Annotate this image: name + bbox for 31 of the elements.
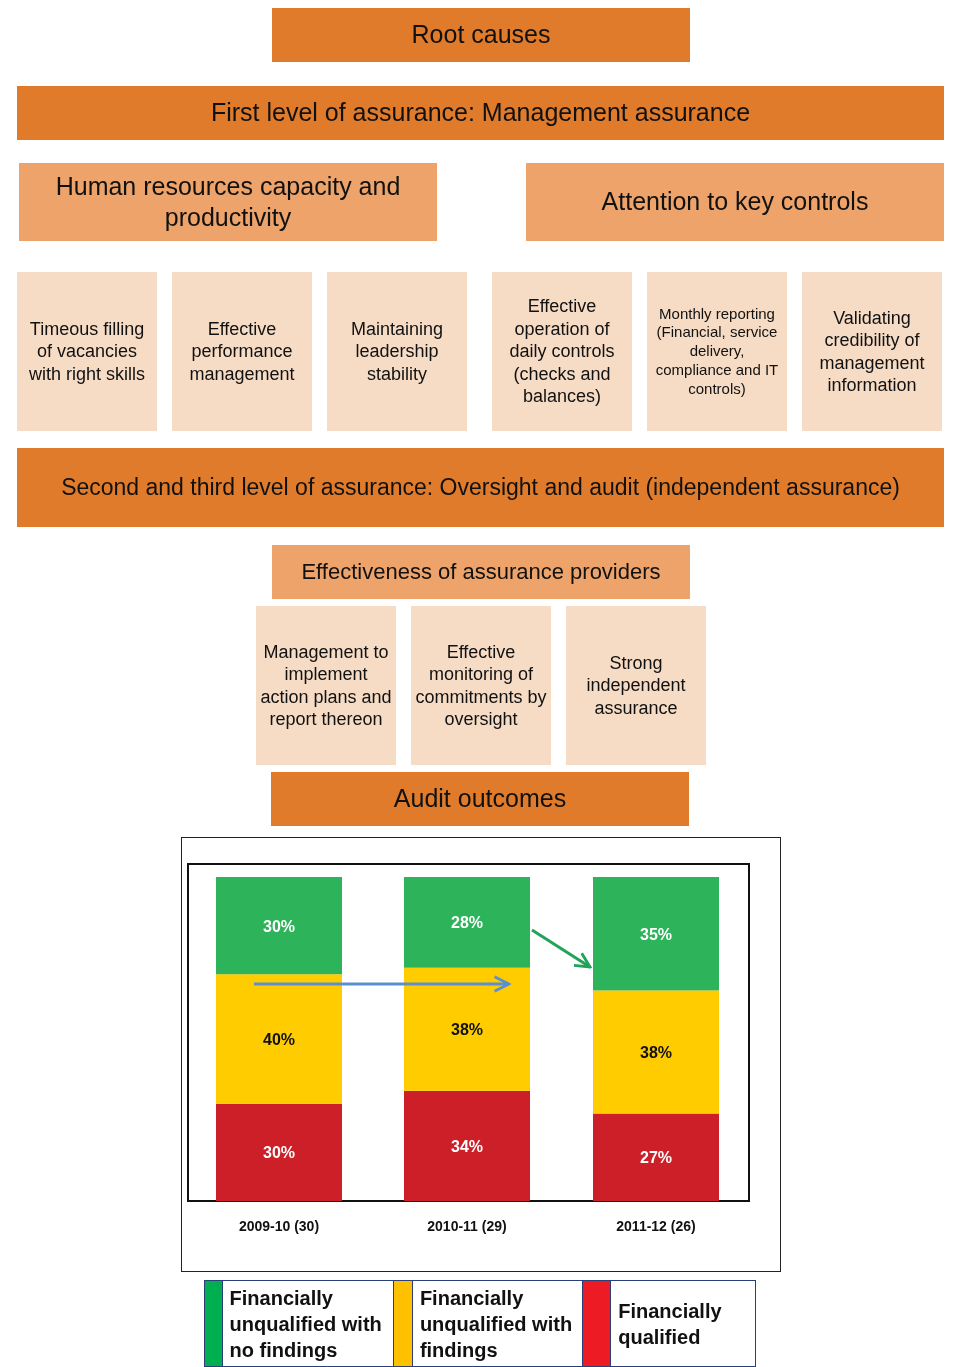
heading-banner: Root causes	[272, 8, 690, 62]
level-banner: First level of assurance: Management assurance	[17, 86, 944, 140]
category-box: Attention to key controls	[526, 163, 944, 241]
factor-box: Monthly reporting (Financial, service delivery, compliance and IT controls)	[647, 272, 787, 431]
factor-box: Management to implement action plans and report thereon	[256, 606, 396, 765]
heading-banner: Audit outcomes	[271, 772, 689, 826]
value-label: 30%	[263, 1144, 295, 1162]
value-label: 38%	[451, 1021, 483, 1039]
value-label: 34%	[451, 1137, 483, 1155]
level-banner: Second and third level of assurance: Oversight and audit (independent assurance)	[17, 448, 944, 527]
value-label: 35%	[640, 925, 672, 943]
category-label: 2010-11 (29)	[427, 1218, 507, 1234]
factor-box: Effective performance management	[172, 272, 312, 431]
legend-label: Financially qualified	[617, 1298, 723, 1350]
category-box: Human resources capacity and productivity	[19, 163, 437, 241]
factor-box: Strong independent assurance	[566, 606, 706, 765]
factor-box: Effective operation of daily controls (checks and balances)	[492, 272, 632, 431]
factor-box: Validating credibility of management information	[802, 272, 942, 431]
factor-box: Maintaining leadership stability	[327, 272, 467, 431]
value-label: 38%	[640, 1043, 672, 1061]
category-box: Effectiveness of assurance providers	[272, 545, 690, 599]
value-label: 28%	[451, 914, 483, 932]
factor-box: Effective monitoring of commitments by oversight	[411, 606, 551, 765]
factor-box: Timeous filling of vacancies with right skills	[17, 272, 157, 431]
category-label: 2009-10 (30)	[238, 1218, 320, 1234]
category-label: 2011-12 (26)	[616, 1218, 696, 1234]
value-label: 30%	[263, 917, 295, 935]
legend-label: Financially unqualified with findings	[418, 1285, 574, 1363]
value-label: 40%	[263, 1031, 295, 1048]
legend-label: Financially unqualified with no findings	[228, 1285, 383, 1363]
value-label: 27%	[640, 1149, 672, 1167]
